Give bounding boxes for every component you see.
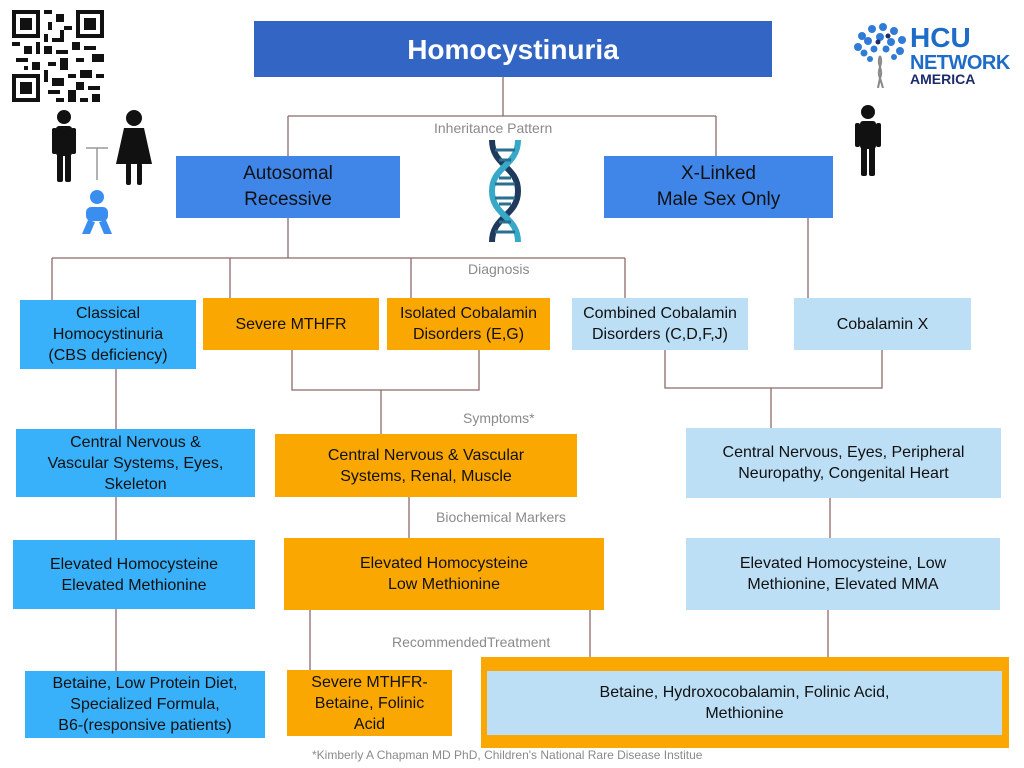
classical-homocystinuria-box: Classical Homocystinuria (CBS deficiency…: [20, 300, 196, 369]
x-linked-box: X-Linked Male Sex Only: [604, 156, 833, 218]
label-diagnosis: Diagnosis: [468, 261, 530, 277]
combined-treatment-box: Betaine, Hydroxocobalamin, Folinic Acid,…: [487, 671, 1002, 735]
logo-hcu: HCU: [910, 22, 971, 53]
family-icon: [52, 110, 152, 234]
logo-network: NETWORK: [910, 52, 1010, 74]
middle-symptoms-box: Central Nervous & Vascular Systems, Rena…: [275, 434, 577, 497]
footer-citation: *Kimberly A Chapman MD PhD, Children's N…: [312, 748, 703, 762]
male-figure-icon: [855, 105, 881, 176]
isolated-cobalamin-box: Isolated Cobalamin Disorders (E,G): [387, 298, 550, 350]
combined-cobalamin-box: Combined Cobalamin Disorders (C,D,F,J): [572, 298, 748, 350]
label-biochemical-markers: Biochemical Markers: [436, 509, 566, 525]
classical-symptoms-box: Central Nervous & Vascular Systems, Eyes…: [16, 429, 255, 497]
cobalamin-x-box: Cobalamin X: [794, 298, 971, 350]
qr-code-icon: [12, 10, 104, 102]
autosomal-recessive-box: Autosomal Recessive: [176, 156, 400, 218]
right-symptoms-box: Central Nervous, Eyes, Peripheral Neurop…: [686, 428, 1001, 498]
logo-america: AMERICA: [910, 71, 976, 87]
hcu-logo: HCU NETWORK AMERICA: [852, 22, 1022, 92]
tree-logo-icon: [854, 23, 906, 88]
middle-markers-box: Elevated Homocysteine Low Methionine: [284, 538, 604, 610]
label-recommended-treatment: RecommendedTreatment: [392, 634, 551, 650]
page-title: Homocystinuria: [254, 21, 772, 77]
classical-markers-box: Elevated Homocysteine Elevated Methionin…: [13, 540, 255, 609]
severe-mthfr-box: Severe MTHFR: [203, 298, 379, 350]
label-inheritance-pattern: Inheritance Pattern: [434, 120, 553, 136]
dna-icon: [488, 139, 522, 243]
right-markers-box: Elevated Homocysteine, Low Methionine, E…: [686, 538, 1000, 610]
label-symptoms: Symptoms*: [463, 410, 535, 426]
mthfr-treatment-box: Severe MTHFR- Betaine, Folinic Acid: [287, 670, 452, 736]
classical-treatment-box: Betaine, Low Protein Diet, Specialized F…: [25, 671, 265, 738]
